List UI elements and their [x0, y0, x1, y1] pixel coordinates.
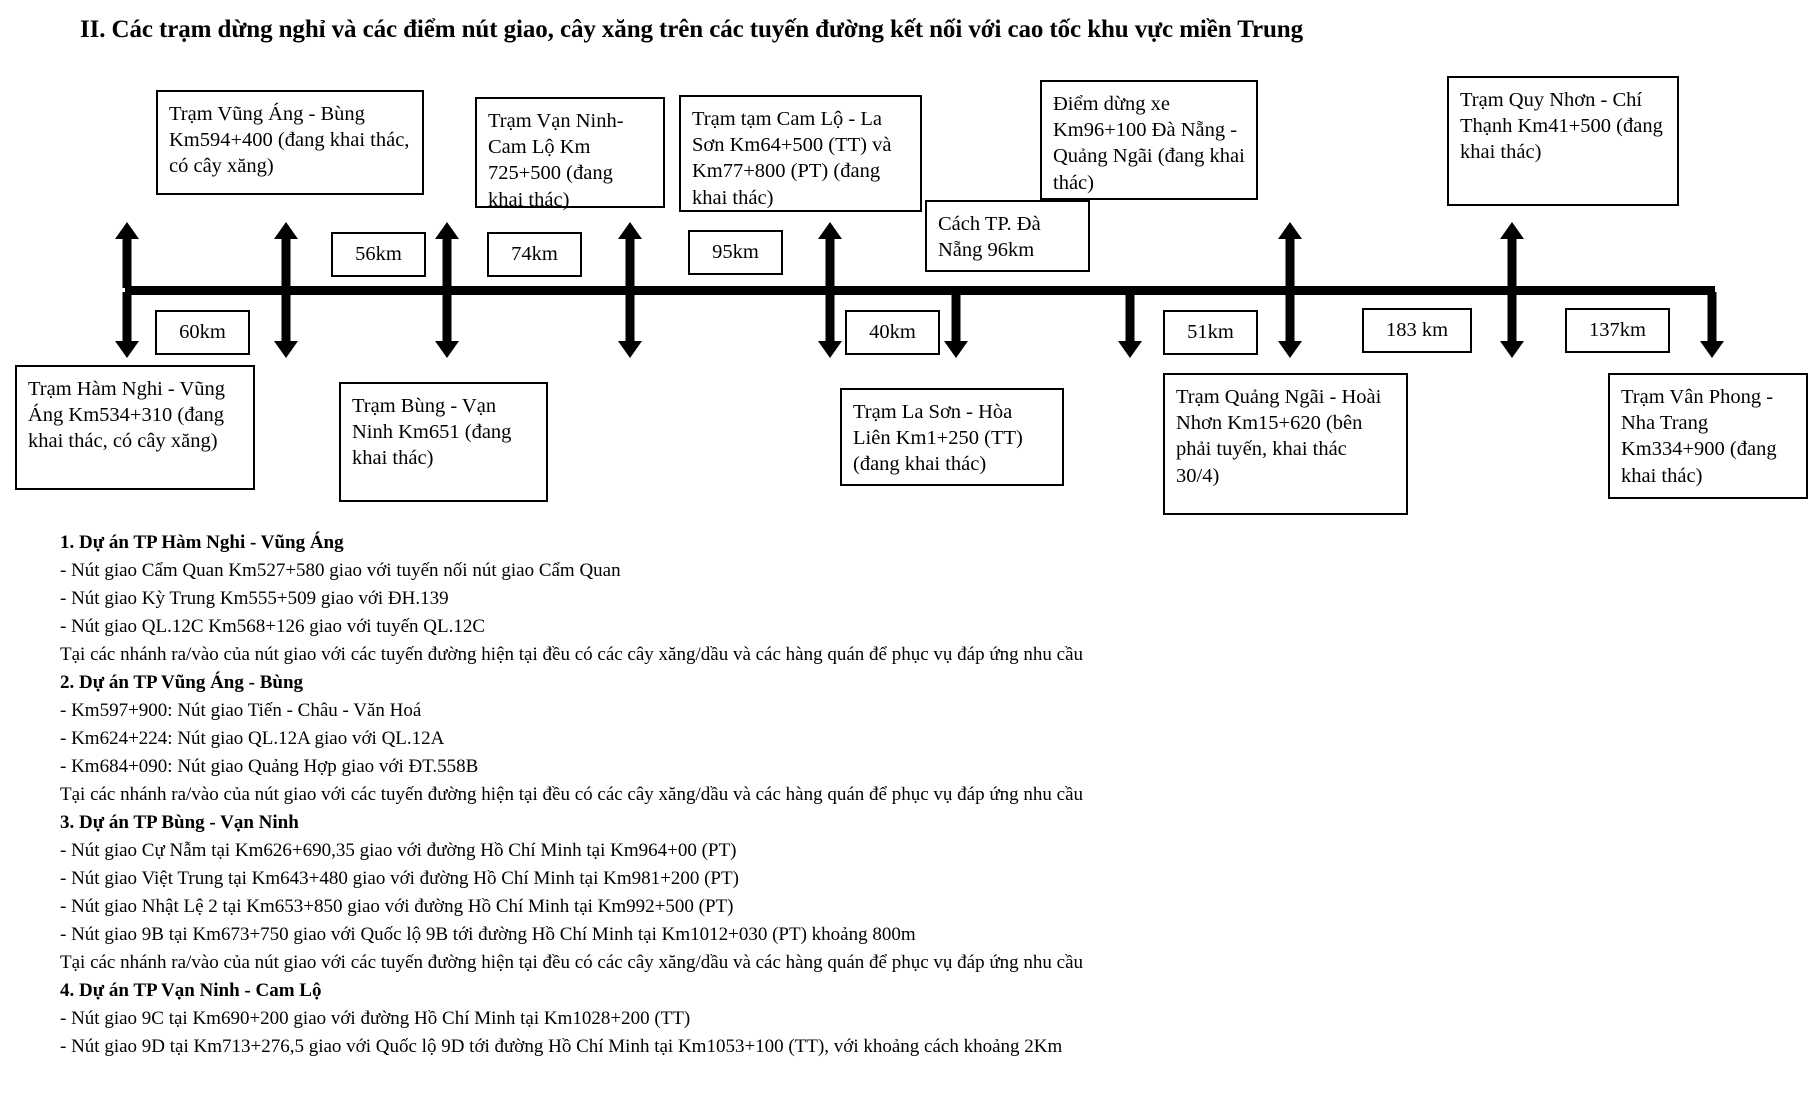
timeline-diagram: Trạm Vũng Áng - Bùng Km594+400 (đang kha… — [0, 0, 1818, 530]
station-box-ham-nghi-vung-ang: Trạm Hàm Nghi - Vũng Áng Km534+310 (đang… — [15, 365, 255, 490]
distance-chip-51km: 51km — [1163, 310, 1258, 355]
connector-arrow-up-1 — [115, 222, 139, 288]
station-box-diem-dung-xe-da-nang-quang-ngai: Điểm dừng xe Km96+100 Đà Nẵng - Quảng Ng… — [1040, 80, 1258, 200]
distance-chip-60km: 60km — [155, 310, 250, 355]
note-heading: 4. Dự án TP Vạn Ninh - Cam Lộ — [60, 980, 322, 1001]
station-box-vung-ang-bung: Trạm Vũng Áng - Bùng Km594+400 (đang kha… — [156, 90, 424, 195]
connector-arrow-up-2 — [274, 222, 298, 288]
note-item: - Km624+224: Nút giao QL.12A giao với QL… — [60, 728, 445, 749]
distance-chip-95km: 95km — [688, 230, 783, 275]
main-axis-line — [125, 286, 1715, 295]
distance-chip-40km: 40km — [845, 310, 940, 355]
connector-arrow-down-2 — [274, 292, 298, 358]
distance-chip-56km: 56km — [331, 232, 426, 277]
note-item: - Nút giao 9C tại Km690+200 giao với đườ… — [60, 1008, 691, 1029]
connector-arrow-up-3 — [435, 222, 459, 288]
note-item: - Km684+090: Nút giao Quảng Hợp giao với… — [60, 756, 479, 777]
note-item: - Nút giao 9D tại Km713+276,5 giao với Q… — [60, 1036, 1063, 1057]
note-heading: 3. Dự án TP Bùng - Vạn Ninh — [60, 812, 299, 833]
note-item: - Nút giao Cẩm Quan Km527+580 giao với t… — [60, 560, 621, 581]
note-item: - Nút giao 9B tại Km673+750 giao với Quố… — [60, 924, 916, 945]
station-box-quy-nhon-chi-thanh: Trạm Quy Nhơn - Chí Thạnh Km41+500 (đang… — [1447, 76, 1679, 206]
note-heading: 1. Dự án TP Hàm Nghi - Vũng Áng — [60, 532, 344, 553]
note-item: - Nút giao Kỳ Trung Km555+509 giao với Đ… — [60, 588, 449, 609]
connector-arrow-up-7 — [1500, 222, 1524, 288]
note-item: - Km597+900: Nút giao Tiến - Châu - Văn … — [60, 700, 422, 721]
note-item: - Nút giao QL.12C Km568+126 giao với tuy… — [60, 616, 486, 637]
connector-arrow-up-4 — [618, 222, 642, 288]
station-box-van-ninh-cam-lo: Trạm Vạn Ninh-Cam Lộ Km 725+500 (đang kh… — [475, 97, 665, 211]
connector-arrow-up-6 — [1278, 222, 1302, 288]
distance-chip-183km: 183 km — [1362, 308, 1472, 353]
note-item: Tại các nhánh ra/vào của nút giao với cá… — [60, 952, 1084, 973]
connector-arrow-down-1 — [115, 292, 139, 358]
note-item: Tại các nhánh ra/vào của nút giao với cá… — [60, 644, 1084, 665]
connector-arrow-down-5 — [818, 292, 842, 358]
connector-arrow-down-10 — [1700, 292, 1724, 358]
note-item: Tại các nhánh ra/vào của nút giao với cá… — [60, 784, 1084, 805]
connector-arrow-down-9 — [1500, 292, 1524, 358]
connector-arrow-down-3 — [435, 292, 459, 358]
connector-arrow-down-8 — [1278, 292, 1302, 358]
distance-chip-74km: 74km — [487, 232, 582, 277]
connector-arrow-down-6 — [944, 292, 968, 358]
note-heading: 2. Dự án TP Vũng Áng - Bùng — [60, 672, 304, 693]
page-title: II. Các trạm dừng nghỉ và các điểm nút g… — [80, 16, 1303, 43]
connector-arrow-up-5 — [818, 222, 842, 288]
station-box-van-phong-nha-trang: Trạm Vân Phong - Nha Trang Km334+900 (đa… — [1608, 373, 1808, 499]
station-box-la-son-hoa-lien: Trạm La Sơn - Hòa Liên Km1+250 (TT) (đan… — [840, 388, 1064, 486]
distance-chip-137km: 137km — [1565, 308, 1670, 353]
station-box-bung-van-ninh: Trạm Bùng - Vạn Ninh Km651 (đang khai th… — [339, 382, 548, 502]
connector-arrow-down-7 — [1118, 292, 1142, 358]
note-item: - Nút giao Việt Trung tại Km643+480 giao… — [60, 868, 739, 889]
note-item: - Nút giao Nhật Lệ 2 tại Km653+850 giao … — [60, 896, 734, 917]
station-box-cam-lo-la-son: Trạm tạm Cam Lộ - La Sơn Km64+500 (TT) v… — [679, 95, 922, 212]
label-box-cach-tp-da-nang: Cách TP. Đà Nẵng 96km — [925, 200, 1090, 272]
connector-arrow-down-4 — [618, 292, 642, 358]
note-item: - Nút giao Cự Nẫm tại Km626+690,35 giao … — [60, 840, 737, 861]
notes-list: 1. Dự án TP Hàm Nghi - Vũng Áng - Nút gia… — [60, 524, 1360, 1065]
station-box-quang-ngai-hoai-nhon: Trạm Quảng Ngãi - Hoài Nhơn Km15+620 (bê… — [1163, 373, 1408, 515]
